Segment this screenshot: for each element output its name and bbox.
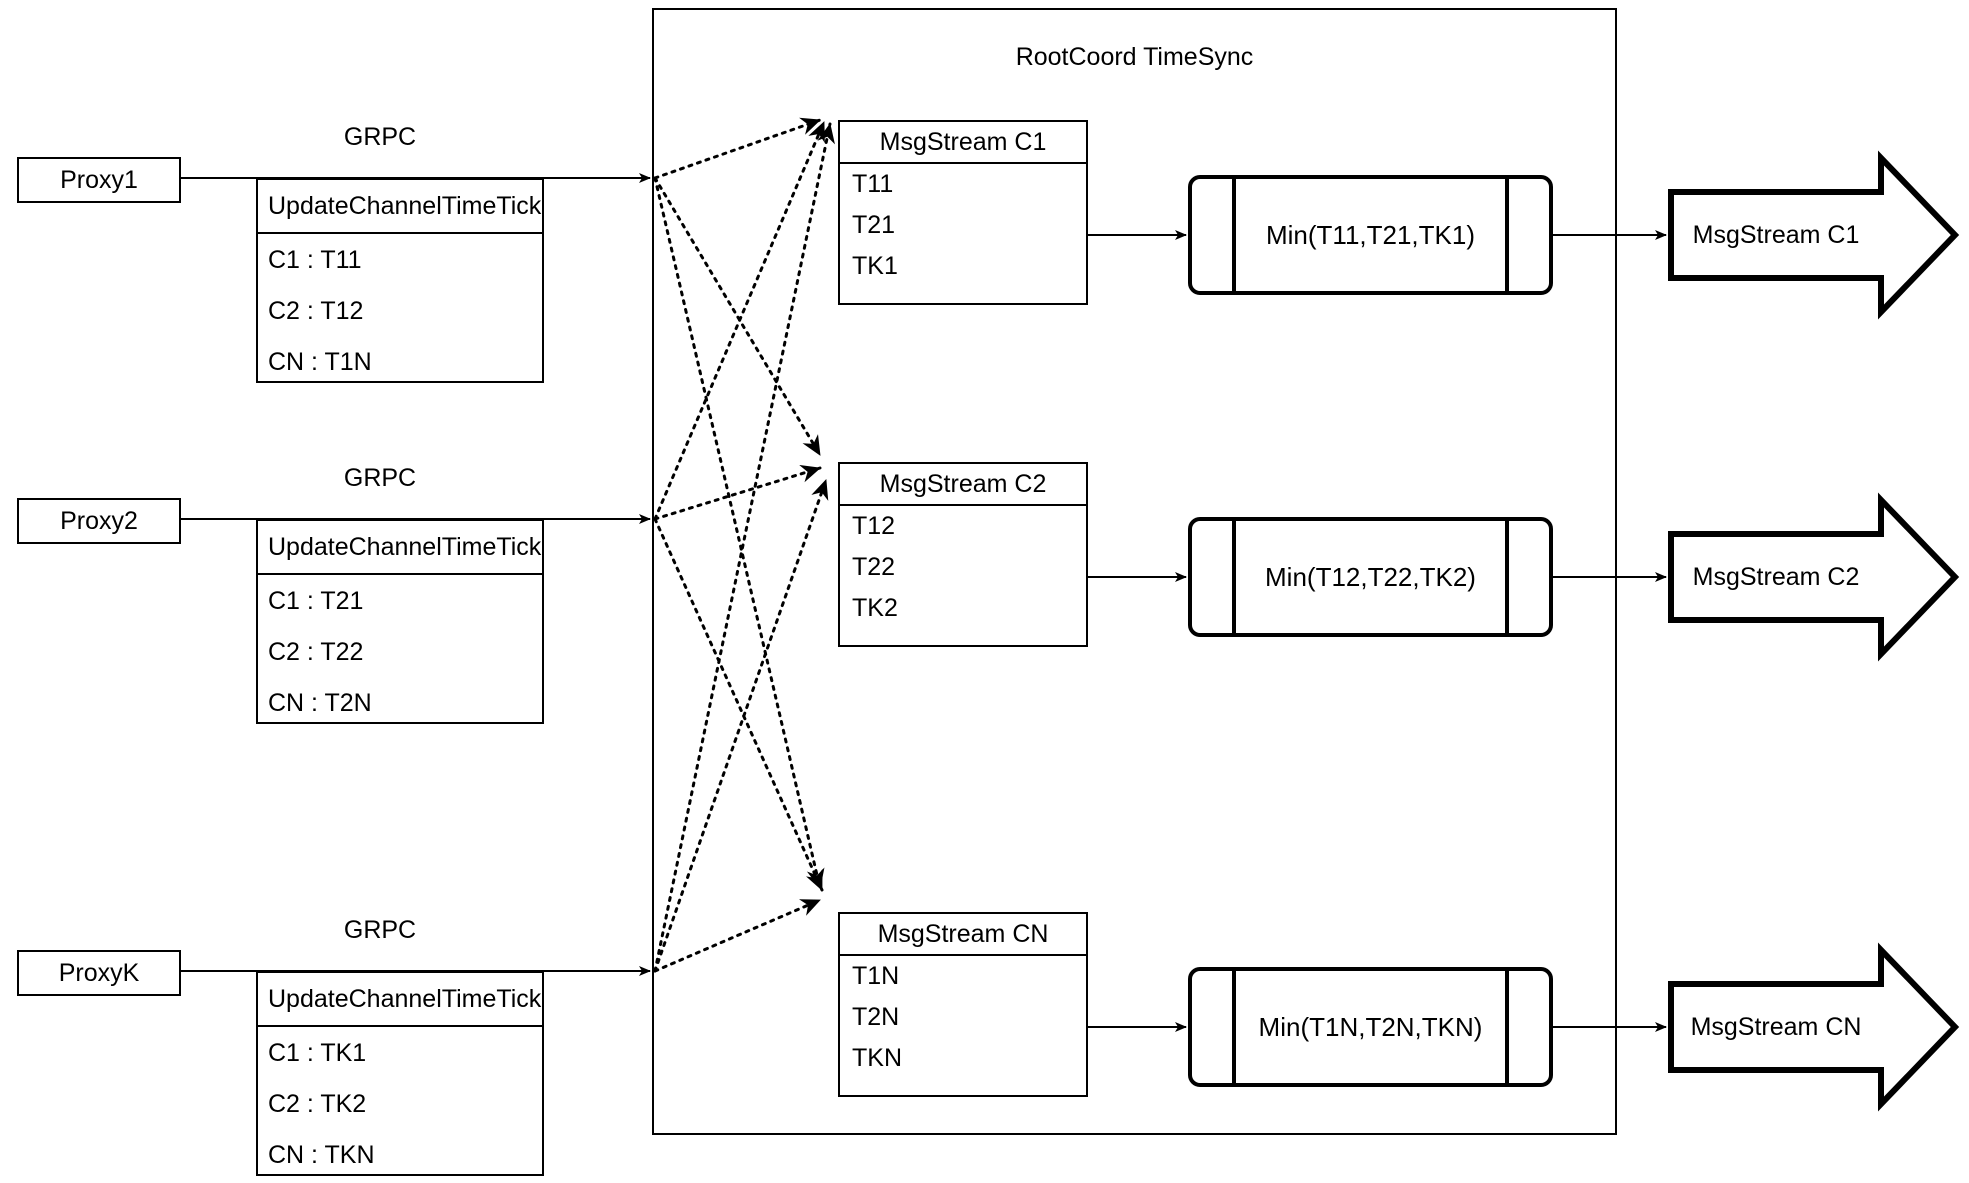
msgstream-rows-cn: T1N T2N TKN — [840, 956, 1086, 1087]
msgstream-row: TK2 — [852, 594, 898, 622]
output-blockarrow-label: MsgStream C2 — [1692, 562, 1860, 591]
min-process-label: Min(T1N,T2N,TKN) — [1258, 1011, 1483, 1042]
uct-rows-k: C1 : TK1 C2 : TK2 CN : TKN — [258, 1027, 542, 1183]
msgstream-rows-c2: T12 T22 TK2 — [840, 506, 1086, 637]
process-bar-right — [1505, 179, 1509, 291]
process-bar-right — [1505, 521, 1509, 633]
proxy-label: Proxy1 — [60, 165, 138, 194]
min-process-label: Min(T12,T22,TK2) — [1265, 561, 1476, 592]
msgstream-row: T1N — [852, 962, 900, 990]
msgstream-row: T22 — [852, 553, 896, 581]
uct-row: C1 : T11 — [268, 246, 362, 274]
msgstream-row: T12 — [852, 512, 896, 540]
output-blockarrow-label: MsgStream C1 — [1692, 220, 1860, 249]
min-process-label: Min(T11,T21,TK1) — [1265, 219, 1475, 250]
rootcoord-timesync-container — [652, 8, 1617, 1135]
uct-row: C2 : TK2 — [268, 1090, 367, 1118]
msgstream-row: T2N — [852, 1003, 900, 1031]
msgstream-title-c1: MsgStream C1 — [840, 122, 1086, 164]
msgstream-row: TKN — [852, 1044, 902, 1072]
update-channel-timetick-box-2: UpdateChannelTimeTick C1 : T21 C2 : T22 … — [256, 519, 544, 724]
uct-row: C1 : T21 — [268, 587, 364, 615]
process-bar-left — [1232, 971, 1236, 1083]
uct-title-1: UpdateChannelTimeTick — [258, 180, 542, 234]
uct-row: C1 : TK1 — [268, 1039, 367, 1067]
uct-row: CN : T2N — [268, 689, 372, 717]
msgstream-title-c2: MsgStream C2 — [840, 464, 1086, 506]
output-blockarrow-c1: MsgStream C1 — [1668, 150, 1960, 320]
process-bar-left — [1232, 179, 1236, 291]
grpc-label-2: GRPC — [343, 464, 417, 492]
grpc-label-1: GRPC — [343, 123, 417, 151]
uct-rows-2: C1 : T21 C2 : T22 CN : T2N — [258, 575, 542, 742]
proxy-label: Proxy2 — [60, 506, 138, 535]
uct-title-2: UpdateChannelTimeTick — [258, 521, 542, 575]
msgstream-box-cn: MsgStream CN T1N T2N TKN — [838, 912, 1088, 1097]
min-process-c1: Min(T11,T21,TK1) — [1188, 175, 1553, 295]
msgstream-box-c2: MsgStream C2 T12 T22 TK2 — [838, 462, 1088, 647]
uct-row: C2 : T22 — [268, 638, 364, 666]
msgstream-row: T11 — [852, 170, 894, 198]
rootcoord-timesync-title: RootCoord TimeSync — [1015, 43, 1254, 71]
uct-title-k: UpdateChannelTimeTick — [258, 973, 542, 1027]
process-bar-left — [1232, 521, 1236, 633]
uct-row: CN : TKN — [268, 1141, 375, 1169]
uct-row: CN : T1N — [268, 348, 372, 376]
output-blockarrow-label: MsgStream CN — [1690, 1012, 1862, 1041]
grpc-label-k: GRPC — [343, 916, 417, 944]
proxy-box-1[interactable]: Proxy1 — [17, 157, 181, 203]
msgstream-row: T21 — [852, 211, 896, 239]
process-bar-right — [1505, 971, 1509, 1083]
proxy-label: ProxyK — [58, 958, 140, 987]
proxy-box-k[interactable]: ProxyK — [17, 950, 181, 996]
update-channel-timetick-box-1: UpdateChannelTimeTick C1 : T11 C2 : T12 … — [256, 178, 544, 383]
proxy-box-2[interactable]: Proxy2 — [17, 498, 181, 544]
min-process-c2: Min(T12,T22,TK2) — [1188, 517, 1553, 637]
update-channel-timetick-box-k: UpdateChannelTimeTick C1 : TK1 C2 : TK2 … — [256, 971, 544, 1176]
output-blockarrow-c2: MsgStream C2 — [1668, 492, 1960, 662]
output-blockarrow-cn: MsgStream CN — [1668, 942, 1960, 1112]
uct-rows-1: C1 : T11 C2 : T12 CN : T1N — [258, 234, 542, 401]
uct-row: C2 : T12 — [268, 297, 364, 325]
msgstream-title-cn: MsgStream CN — [840, 914, 1086, 956]
msgstream-row: TK1 — [852, 252, 898, 280]
msgstream-box-c1: MsgStream C1 T11 T21 TK1 — [838, 120, 1088, 305]
min-process-cn: Min(T1N,T2N,TKN) — [1188, 967, 1553, 1087]
msgstream-rows-c1: T11 T21 TK1 — [840, 164, 1086, 295]
